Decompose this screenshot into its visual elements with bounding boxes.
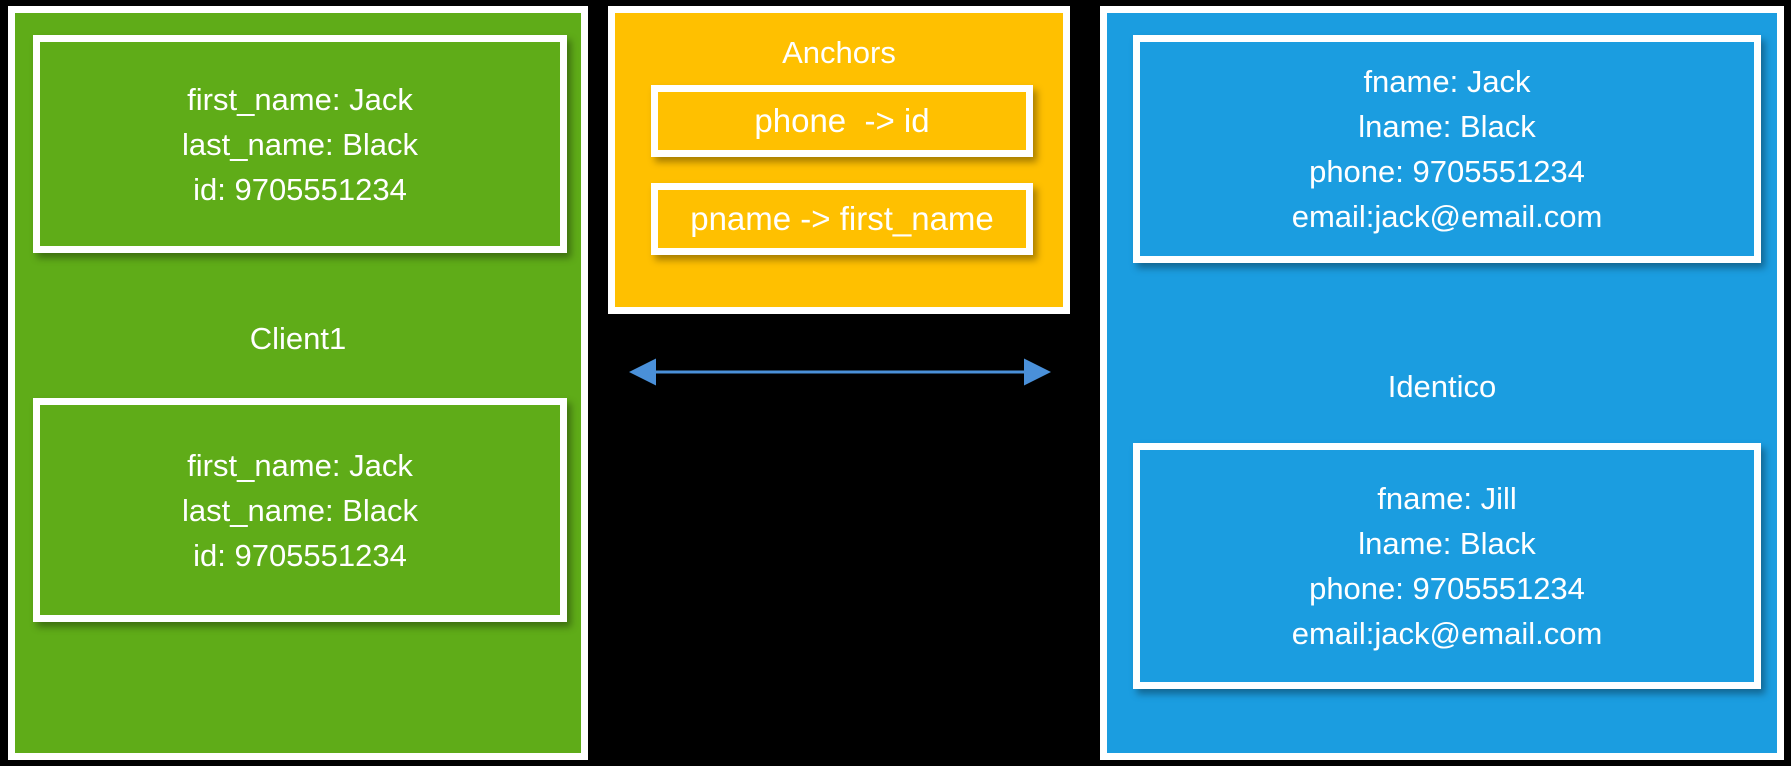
anchor-mapping-card-1[interactable]: phone -> id — [651, 85, 1033, 157]
identico-record-card-1[interactable]: fname: Jack lname: Black phone: 97055512… — [1133, 35, 1761, 263]
record-line: last_name: Black — [181, 492, 419, 528]
client1-panel[interactable]: first_name: Jack last_name: Black id: 97… — [8, 6, 588, 760]
identico-panel[interactable]: fname: Jack lname: Black phone: 97055512… — [1100, 6, 1784, 760]
record-line: phone: 9705551234 — [1309, 571, 1585, 606]
identico-record-card-2[interactable]: fname: Jill lname: Black phone: 97055512… — [1133, 443, 1761, 689]
record-line: id: 9705551234 — [193, 171, 407, 207]
anchor-mapping-text: pname -> first_name — [690, 200, 994, 237]
anchors-panel[interactable]: Anchors phone -> id pname -> first_name — [608, 6, 1070, 314]
record-line: lname: Black — [1358, 109, 1536, 144]
anchors-panel-label: Anchors — [782, 35, 896, 70]
anchor-mapping-text: phone -> id — [754, 102, 930, 139]
record-line: phone: 9705551234 — [1309, 154, 1585, 189]
identico-panel-label: Identico — [1387, 369, 1497, 404]
record-line: fname: Jill — [1377, 481, 1517, 516]
record-line: last_name: Black — [181, 126, 419, 162]
client1-record-card-2[interactable]: first_name: Jack last_name: Black id: 97… — [33, 398, 567, 622]
record-line: lname: Black — [1358, 526, 1536, 561]
record-line: email:jack@email.com — [1291, 616, 1603, 651]
record-line: id: 9705551234 — [193, 537, 407, 573]
anchor-mapping-card-2[interactable]: pname -> first_name — [651, 183, 1033, 255]
client1-record-card-1[interactable]: first_name: Jack last_name: Black id: 97… — [33, 35, 567, 253]
record-line: email:jack@email.com — [1291, 199, 1603, 234]
client1-panel-label: Client1 — [249, 321, 347, 356]
record-line: fname: Jack — [1363, 64, 1531, 99]
record-line: first_name: Jack — [187, 81, 413, 117]
record-line: first_name: Jack — [187, 447, 413, 483]
bidirectional-arrow-icon — [629, 358, 1051, 386]
